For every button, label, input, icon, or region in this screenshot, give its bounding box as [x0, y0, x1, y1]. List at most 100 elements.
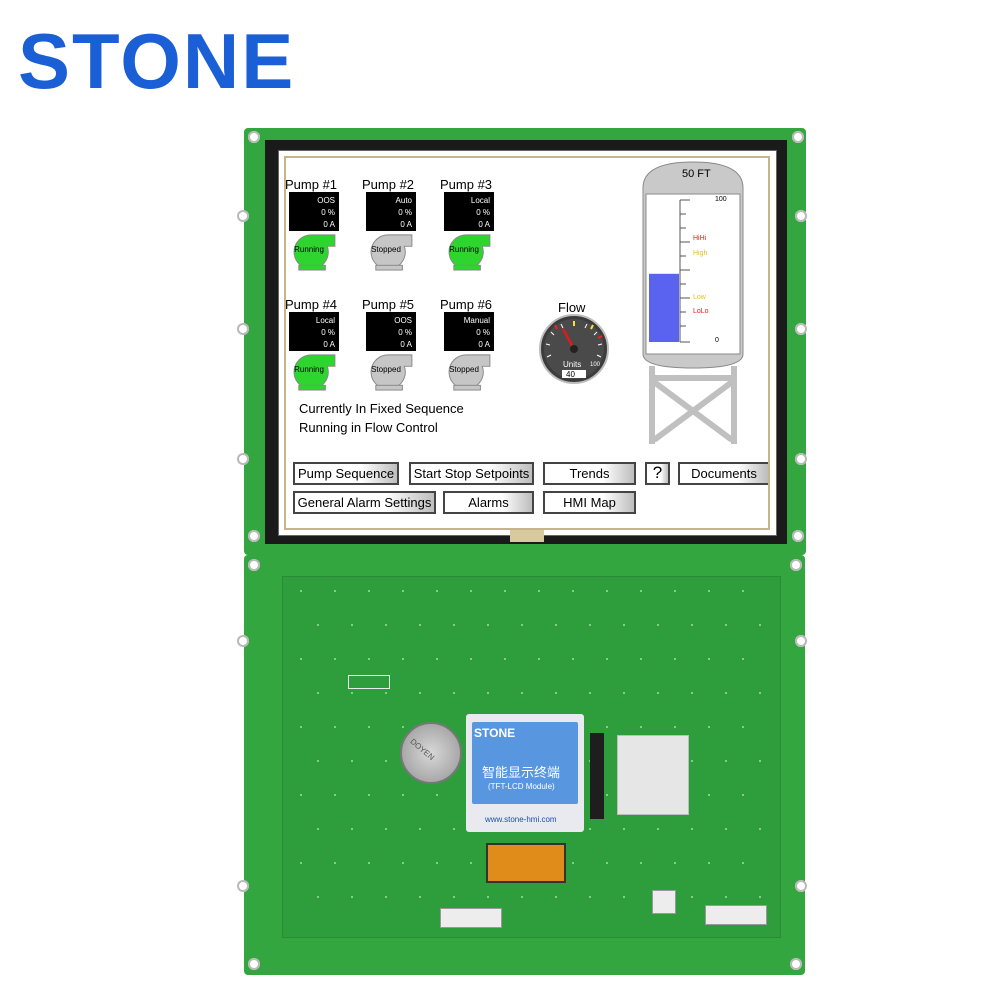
- pcb-via: [538, 590, 540, 592]
- pump-readout-pct: 0 %: [398, 208, 412, 217]
- pcb-via: [623, 624, 625, 626]
- pcb-via: [402, 794, 404, 796]
- pcb-via: [436, 590, 438, 592]
- pump-icon[interactable]: [368, 353, 414, 391]
- pump-readout-amps: 0 A: [400, 340, 412, 349]
- pcb-via: [521, 896, 523, 898]
- pump-readout-pct: 0 %: [476, 328, 490, 337]
- pcb-via: [402, 726, 404, 728]
- module-label-brand: STONE: [474, 726, 516, 740]
- pcb-via: [351, 624, 353, 626]
- pump-readout: Auto 0 % 0 A: [366, 192, 416, 231]
- mount-hole: [237, 210, 249, 222]
- pump-icon[interactable]: [446, 233, 492, 271]
- mount-hole: [790, 559, 802, 571]
- mount-hole: [248, 559, 260, 571]
- pcb-via: [317, 760, 319, 762]
- pump-sequence-button[interactable]: Pump Sequence: [293, 462, 399, 485]
- help-button[interactable]: ?: [645, 462, 670, 485]
- pcb-via: [691, 896, 693, 898]
- pcb-via: [606, 658, 608, 660]
- tank-low: Low: [693, 294, 706, 301]
- pump-state-label: Stopped: [371, 245, 401, 254]
- pcb-via: [725, 760, 727, 762]
- pump-readout-mode: OOS: [317, 196, 335, 205]
- pcb-via: [657, 828, 659, 830]
- pcb-via: [402, 862, 404, 864]
- mount-hole: [237, 635, 249, 647]
- pcb-via: [674, 726, 676, 728]
- alarms-button[interactable]: Alarms: [443, 491, 534, 514]
- pump-icon[interactable]: [446, 353, 492, 391]
- mount-hole: [795, 323, 807, 335]
- pcb-via: [640, 590, 642, 592]
- trends-button[interactable]: Trends: [543, 462, 636, 485]
- pcb-via: [334, 658, 336, 660]
- pcb-via: [351, 760, 353, 762]
- pcb-via: [385, 828, 387, 830]
- hmi-map-button[interactable]: HMI Map: [543, 491, 636, 514]
- pump-readout-pct: 0 %: [321, 328, 335, 337]
- pcb-via: [334, 794, 336, 796]
- pcb-via: [572, 590, 574, 592]
- mount-hole: [792, 131, 804, 143]
- pcb-via: [623, 828, 625, 830]
- pcb-via: [657, 692, 659, 694]
- pcb-via: [640, 862, 642, 864]
- pump-icon[interactable]: [368, 233, 414, 271]
- pump-title: Pump #6: [440, 297, 493, 312]
- pump-icon[interactable]: [291, 233, 337, 271]
- mount-hole: [237, 453, 249, 465]
- pcb-via: [725, 624, 727, 626]
- pcb-via: [419, 692, 421, 694]
- ce-mark-icon: [348, 675, 390, 689]
- pcb-via: [725, 692, 727, 694]
- pcb-via: [674, 862, 676, 864]
- pcb-via: [759, 896, 761, 898]
- pcb-via: [470, 590, 472, 592]
- pcb-via: [725, 896, 727, 898]
- pcb-via: [521, 692, 523, 694]
- pcb-via: [589, 896, 591, 898]
- documents-button[interactable]: Documents: [678, 462, 770, 485]
- pump-readout-amps: 0 A: [323, 220, 335, 229]
- pcb-via: [623, 692, 625, 694]
- pcb-via: [300, 590, 302, 592]
- module-label-cn: 智能显示终端: [482, 765, 561, 780]
- lcd-flex-cable: [486, 843, 566, 883]
- pump-readout-mode: OOS: [394, 316, 412, 325]
- touch-flex-cable: [510, 528, 544, 542]
- pcb-via: [742, 726, 744, 728]
- pump-title: Pump #3: [440, 177, 493, 192]
- pcb-via: [606, 726, 608, 728]
- mount-hole: [795, 880, 807, 892]
- pump-icon[interactable]: [291, 353, 337, 391]
- pump-readout-mode: Auto: [395, 196, 412, 205]
- module-label-inner: [472, 722, 578, 804]
- pcb-via: [759, 692, 761, 694]
- pcb-via: [470, 658, 472, 660]
- pcb-via: [708, 862, 710, 864]
- pcb-via: [453, 896, 455, 898]
- pcb-via: [674, 590, 676, 592]
- pcb-via: [708, 794, 710, 796]
- pcb-via: [453, 692, 455, 694]
- pump-readout-pct: 0 %: [321, 208, 335, 217]
- pump-state-label: Running: [294, 365, 324, 374]
- pump-title: Pump #2: [362, 177, 415, 192]
- pcb-via: [334, 590, 336, 592]
- pump-readout-amps: 0 A: [400, 220, 412, 229]
- flow-gauge: [539, 314, 609, 384]
- pcb-via: [368, 862, 370, 864]
- start-stop-setpoints-button[interactable]: Start Stop Setpoints: [409, 462, 534, 485]
- pump-state-label: Stopped: [371, 365, 401, 374]
- general-alarm-settings-button[interactable]: General Alarm Settings: [293, 491, 436, 514]
- pcb-via: [708, 658, 710, 660]
- pcb-via: [555, 624, 557, 626]
- header-connector: [440, 908, 502, 928]
- pcb-via: [419, 896, 421, 898]
- power-connector: [652, 890, 676, 914]
- mount-hole: [795, 210, 807, 222]
- pcb-via: [419, 624, 421, 626]
